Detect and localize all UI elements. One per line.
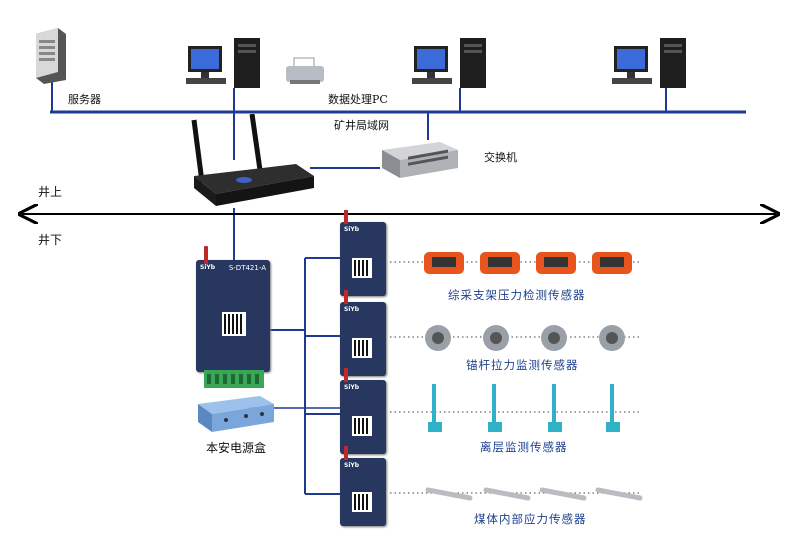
anchor-sensor-icon [483, 325, 509, 351]
pc-icon [612, 38, 686, 88]
brand-logo: SiYb [344, 384, 360, 391]
node-device: SiYb [340, 380, 386, 454]
brand-logo: SiYb [200, 264, 216, 271]
qr-code [352, 416, 372, 436]
brand-logo: SiYb [344, 462, 360, 469]
stress-sensor-icon [539, 487, 587, 501]
power-box-icon [198, 396, 274, 432]
antenna-icon [344, 446, 348, 460]
node-device: SiYb [340, 302, 386, 376]
layer-sensor-icon [548, 384, 562, 432]
anchor-sensor-label: 锚杆拉力监测传感器 [466, 358, 579, 372]
power-box-label: 本安电源盒 [206, 441, 267, 455]
qr-code [352, 492, 372, 512]
qr-code [352, 258, 372, 278]
pressure-sensor-icon [536, 252, 576, 274]
pressure-sensor-icon [480, 252, 520, 274]
stress-sensor-row [425, 487, 643, 501]
brand-logo: SiYb [344, 226, 360, 233]
pressure-sensor-row [424, 252, 632, 274]
antenna-icon [344, 290, 348, 304]
switch-icon [382, 142, 458, 178]
layer-sensor-icon [606, 384, 620, 432]
printer-icon [286, 57, 324, 84]
stress-sensor-label: 煤体内部应力传感器 [474, 512, 587, 526]
pressure-sensor-icon [424, 252, 464, 274]
switch-label: 交换机 [484, 151, 517, 164]
server-icon [36, 28, 66, 84]
data-pc-label: 数据处理PC [328, 93, 388, 106]
antenna-icon [204, 246, 208, 264]
layer-sensor-icon [488, 384, 502, 432]
pressure-sensor-label: 综采支架压力检测传感器 [448, 288, 586, 302]
below-ground-label: 井下 [38, 233, 63, 247]
main-modem-device: SiYb S-DT421-A [196, 260, 270, 372]
node-device: SiYb [340, 222, 386, 296]
router-icon [191, 114, 314, 206]
mine-lan-label: 矿井局域网 [334, 119, 389, 132]
stress-sensor-icon [425, 487, 473, 501]
terminal-block [204, 370, 264, 388]
layer-sensor-icon [428, 384, 442, 432]
qr-code [352, 338, 372, 358]
layer-sensor-row [428, 384, 620, 432]
brand-logo: SiYb [344, 306, 360, 313]
antenna-icon [344, 368, 348, 382]
pressure-sensor-icon [592, 252, 632, 274]
node-device: SiYb [340, 458, 386, 526]
anchor-sensor-icon [541, 325, 567, 351]
device-model: S-DT421-A [228, 264, 266, 272]
pc-icon [412, 38, 486, 88]
qr-code [222, 312, 246, 336]
anchor-sensor-icon [425, 325, 451, 351]
server-label: 服务器 [68, 93, 101, 106]
stress-sensor-icon [483, 487, 531, 501]
layer-sensor-label: 离层监测传感器 [480, 440, 568, 454]
above-ground-label: 井上 [38, 185, 63, 199]
stress-sensor-icon [595, 487, 643, 501]
antenna-icon [344, 210, 348, 224]
anchor-sensor-row [425, 325, 625, 351]
anchor-sensor-icon [599, 325, 625, 351]
pc-icon [186, 38, 260, 88]
